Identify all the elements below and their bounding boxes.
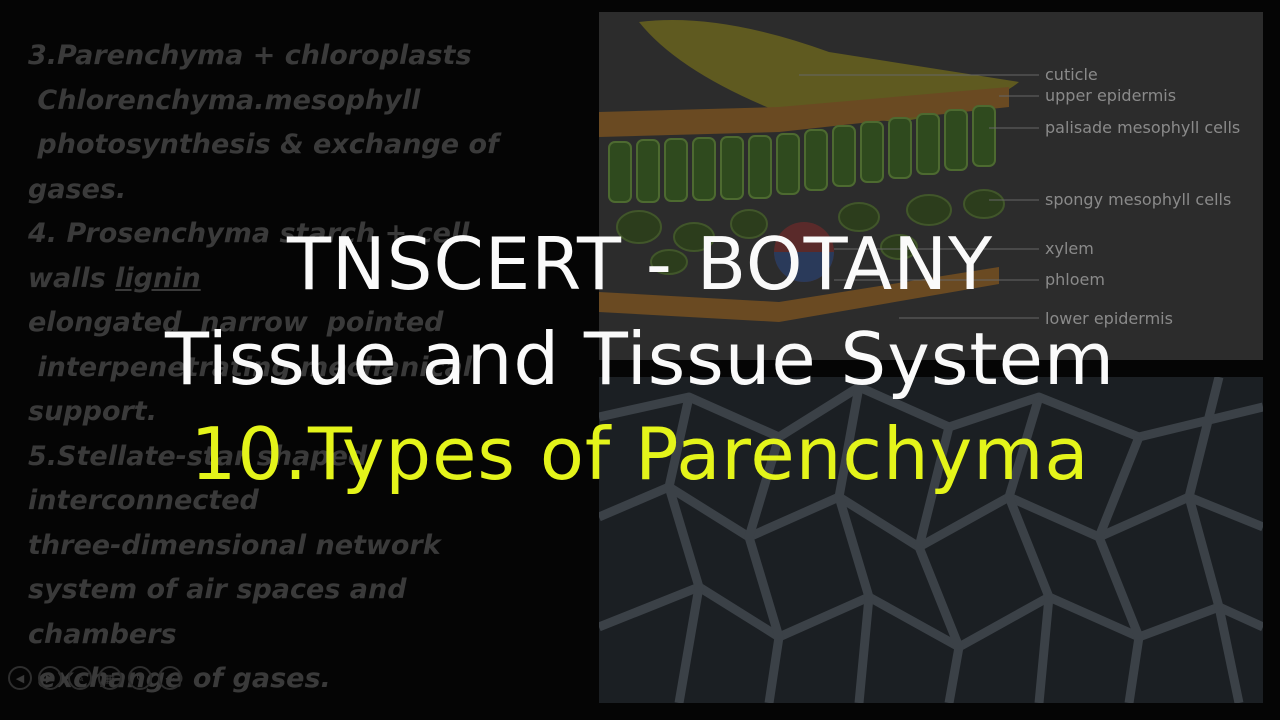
title-line-lesson: 10.Types of Parenchyma	[190, 412, 1090, 496]
label-spongy: spongy mesophyll cells	[1045, 190, 1231, 209]
micrograph-svg	[599, 377, 1263, 703]
note-text: chambers	[28, 618, 177, 650]
note-text: 4. Prosenchyma starch + cell	[28, 218, 470, 249]
note-text: walls	[28, 262, 116, 294]
title-line-subject: TNSCERT - BOTANY	[286, 222, 994, 306]
leaf-diagram-svg: cuticle upper epidermis palisade mesophy…	[599, 20, 1240, 328]
note-text: elongated narrow pointed	[28, 307, 444, 338]
note-text: photosynthesis & exchange of	[28, 129, 499, 160]
note-text: three-dimensional network	[28, 529, 441, 561]
label-upper-epidermis: upper epidermis	[1045, 86, 1176, 105]
spongy-cells	[616, 189, 1005, 275]
leaf-cross-section-diagram: cuticle upper epidermis palisade mesophy…	[599, 12, 1263, 360]
next-slide-icon[interactable]: ▶	[38, 666, 62, 690]
note-line: interpenetrating mechanical	[28, 346, 588, 391]
label-cuticle: cuticle	[1045, 65, 1098, 84]
note-text: interpenetrating mechanical	[28, 351, 472, 383]
note-line: photosynthesis & exchange of	[28, 123, 588, 168]
note-underlined-term: lignin	[115, 262, 201, 294]
note-line: support.	[28, 390, 588, 435]
note-text: Chlorenchyma.mesophyll	[28, 84, 421, 116]
stellate-parenchyma-micrograph	[599, 377, 1263, 703]
note-text: system of air spaces and	[28, 574, 407, 605]
slide-notes: 3.Parenchyma + chloroplasts Chlorenchyma…	[28, 34, 588, 702]
note-text: interconnected	[28, 485, 259, 516]
note-text: 5.Stellate-star shaped	[28, 440, 368, 472]
note-line: chambers	[28, 613, 588, 658]
label-lower-epidermis: lower epidermis	[1045, 309, 1173, 328]
slides-grid-icon[interactable]: ▦	[98, 666, 122, 690]
zoom-icon[interactable]: ⚲	[128, 666, 152, 690]
note-line: Chlorenchyma.mesophyll	[28, 79, 588, 124]
note-line: 5.Stellate-star shaped	[28, 435, 588, 480]
upper-epidermis-layer	[599, 87, 1009, 137]
label-palisade: palisade mesophyll cells	[1045, 118, 1240, 137]
note-line: 3.Parenchyma + chloroplasts	[28, 34, 588, 79]
leader-lines	[799, 74, 1039, 319]
lower-epidermis-layer	[599, 267, 999, 322]
note-line: walls lignin	[28, 257, 588, 302]
note-line: system of air spaces and	[28, 568, 588, 613]
note-line: gases.	[28, 168, 588, 213]
pen-icon[interactable]: ✎	[68, 666, 92, 690]
slideshow-controls: ◀ ▶ ✎ ▦ ⚲ ⋯	[8, 666, 182, 690]
prev-slide-icon[interactable]: ◀	[8, 666, 32, 690]
palisade-cells	[608, 105, 996, 203]
cell-walls	[599, 377, 1263, 703]
phloem-bundle	[774, 252, 834, 282]
note-line: elongated narrow pointed	[28, 301, 588, 346]
title-line-chapter: Tissue and Tissue System	[164, 317, 1116, 401]
note-text: 3.Parenchyma + chloroplasts	[28, 40, 472, 71]
more-icon[interactable]: ⋯	[158, 666, 182, 690]
note-text: gases.	[28, 173, 127, 205]
note-line: 4. Prosenchyma starch + cell	[28, 212, 588, 257]
note-line: interconnected	[28, 479, 588, 524]
label-xylem: xylem	[1045, 239, 1094, 258]
note-text: support.	[28, 396, 157, 427]
note-line: three-dimensional network	[28, 524, 588, 569]
label-phloem: phloem	[1045, 270, 1105, 289]
